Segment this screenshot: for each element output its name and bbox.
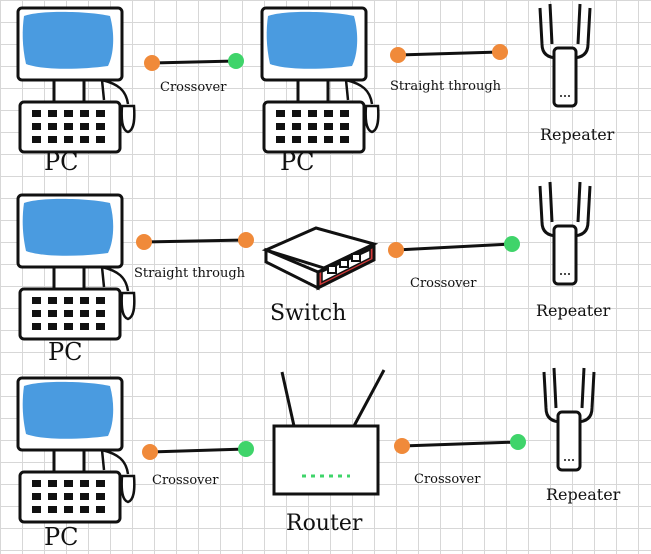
cable-line (143, 238, 247, 244)
pc-icon (16, 6, 136, 154)
device-label: PC (280, 148, 315, 176)
cable-line (151, 59, 237, 65)
device-label: Router (286, 511, 363, 536)
connector-end-icon (388, 242, 404, 258)
repeater-icon (542, 366, 596, 472)
cable-label: Crossover (410, 276, 477, 291)
connector-end-icon (136, 234, 152, 250)
cable-line (397, 50, 501, 57)
connector-end-icon (142, 444, 158, 460)
cable-line (401, 440, 519, 448)
connector-end-icon (238, 232, 254, 248)
device-label: Repeater (540, 125, 615, 144)
connector-end-icon (504, 236, 520, 252)
router-icon (272, 369, 386, 496)
cable-line (149, 447, 247, 454)
pc-icon (16, 193, 136, 341)
antenna-icon (280, 369, 386, 427)
connector-end-icon (390, 47, 406, 63)
cable-label: Straight through (134, 266, 246, 281)
repeater-icon (538, 2, 592, 108)
connector-end-icon (228, 53, 244, 69)
connector-end-icon (238, 441, 254, 457)
device-label: PC (44, 523, 79, 551)
connector-end-icon (144, 55, 160, 71)
repeater-icon (538, 180, 592, 286)
cable-label: Crossover (152, 473, 219, 488)
device-label: Switch (270, 301, 346, 326)
connector-end-icon (510, 434, 526, 450)
row-2: PC Straight through Switch Crossover Rep… (16, 180, 611, 366)
switch-icon (261, 226, 379, 291)
device-label: PC (44, 148, 79, 176)
device-label: Repeater (536, 301, 611, 320)
row-1: PC Crossover PC Straight through Repeate… (16, 2, 615, 176)
device-label: PC (48, 338, 83, 366)
cable-line (395, 242, 513, 252)
pc-icon (16, 376, 136, 524)
connector-end-icon (394, 438, 410, 454)
connector-end-icon (492, 44, 508, 60)
row-3: PC Crossover Router Crossover Repeater (16, 366, 621, 551)
device-label: Repeater (546, 485, 621, 504)
cable-label: Crossover (160, 80, 227, 95)
cable-label: Crossover (414, 472, 481, 487)
cable-label: Straight through (390, 79, 502, 94)
pc-icon (260, 6, 380, 154)
